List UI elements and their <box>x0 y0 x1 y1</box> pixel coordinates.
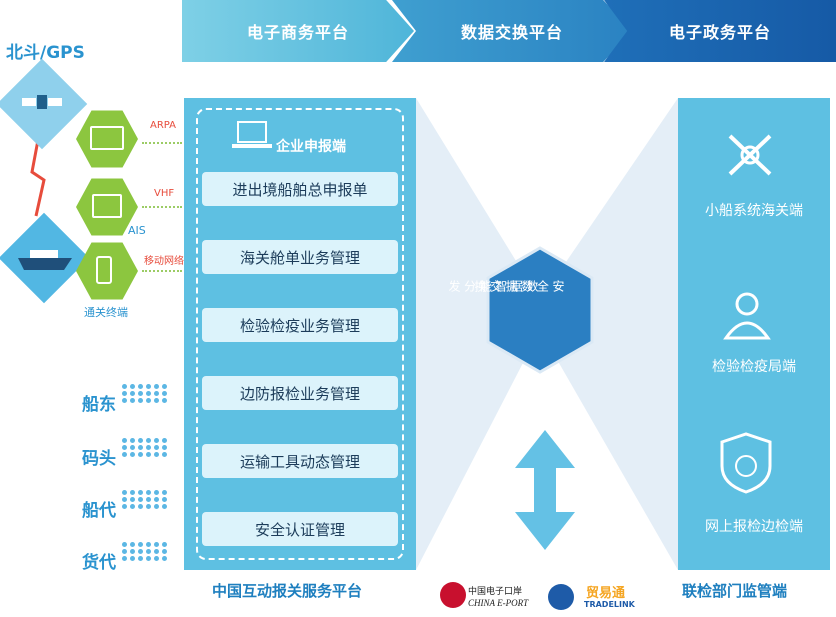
ais-hexagon <box>76 178 138 236</box>
banner-egov: 电子政务平台 <box>604 0 836 62</box>
module-inspection[interactable]: 检验检疫业务管理 <box>202 308 398 342</box>
banner-ecommerce: 电子商务平台 <box>182 0 414 62</box>
company-terminal-title: 企业申报端 <box>276 139 346 155</box>
freight-agent-dots <box>122 542 168 561</box>
ais-device-icon <box>92 194 122 218</box>
laptop-icon <box>232 120 272 150</box>
platform-dashed-border <box>196 108 404 560</box>
module-security-auth[interactable]: 安全认证管理 <box>202 512 398 546</box>
phone-icon <box>96 256 112 284</box>
party-shipowner: 船东 <box>82 395 116 415</box>
terminal-label: 通关终端 <box>84 306 128 319</box>
mobile-network-label: 移动网络 <box>144 256 184 267</box>
mobile-arrow <box>142 270 182 272</box>
right-item-inspection[interactable]: 检验检疫局端 <box>712 359 796 375</box>
party-freight-agent: 货代 <box>82 553 116 573</box>
satellite-icon <box>20 88 64 118</box>
secure-exchange-text: 安全数据交换 <box>473 280 565 296</box>
china-eport-logo-icon <box>440 582 466 608</box>
tradelink-logo-cn: 贸易通 <box>586 586 626 601</box>
tradelink-globe-icon <box>548 584 574 610</box>
module-ship-declaration[interactable]: 进出境船舶总申报单 <box>202 172 398 206</box>
terminal-dots <box>122 438 168 457</box>
right-item-online-inspection[interactable]: 网上报检边检端 <box>705 519 803 535</box>
monitor-icon <box>90 126 124 150</box>
eport-logo-en: CHINA E-PORT <box>468 598 529 608</box>
platform-caption: 中国互动报关服务平台 <box>212 582 363 600</box>
arpa-hexagon <box>76 110 138 168</box>
ciq-badge-icon <box>718 432 774 494</box>
right-funnel <box>540 98 678 570</box>
arpa-label: ARPA <box>150 120 177 131</box>
module-vehicle-dynamics[interactable]: 运输工具动态管理 <box>202 444 398 478</box>
lightning-icon <box>30 139 46 217</box>
inspection-emblem-icon <box>722 288 772 342</box>
module-border-inspection[interactable]: 边防报检业务管理 <box>202 376 398 410</box>
vhf-arrow <box>142 206 182 208</box>
module-manifest[interactable]: 海关舱单业务管理 <box>202 240 398 274</box>
party-ship-agent: 船代 <box>82 501 116 521</box>
banner-data-exchange: 数据交换平台 <box>392 0 632 62</box>
tradelink-logo-en: TRADELINK <box>584 600 635 609</box>
right-item-customs[interactable]: 小船系统海关端 <box>705 203 803 219</box>
ship-icon <box>18 248 72 270</box>
center-hexagon <box>486 246 594 374</box>
mobile-hexagon <box>76 242 138 300</box>
ship-agent-dots <box>122 490 168 509</box>
regulator-panel <box>678 98 830 570</box>
left-funnel <box>416 98 540 570</box>
vhf-label: VHF <box>154 188 175 199</box>
party-terminal: 码头 <box>82 449 116 469</box>
smart-distribution-text: 数据智能分发 <box>447 280 539 296</box>
shipowner-dots <box>122 384 168 403</box>
arpa-arrow <box>142 142 182 144</box>
beidou-gps-title: 北斗/GPS <box>6 43 85 63</box>
eport-logo-cn: 中国电子口岸 <box>468 587 523 597</box>
ais-label: AIS <box>128 224 146 237</box>
customs-emblem-icon <box>722 130 778 180</box>
updown-arrow <box>515 430 575 550</box>
regulator-caption: 联检部门监管端 <box>682 582 788 600</box>
